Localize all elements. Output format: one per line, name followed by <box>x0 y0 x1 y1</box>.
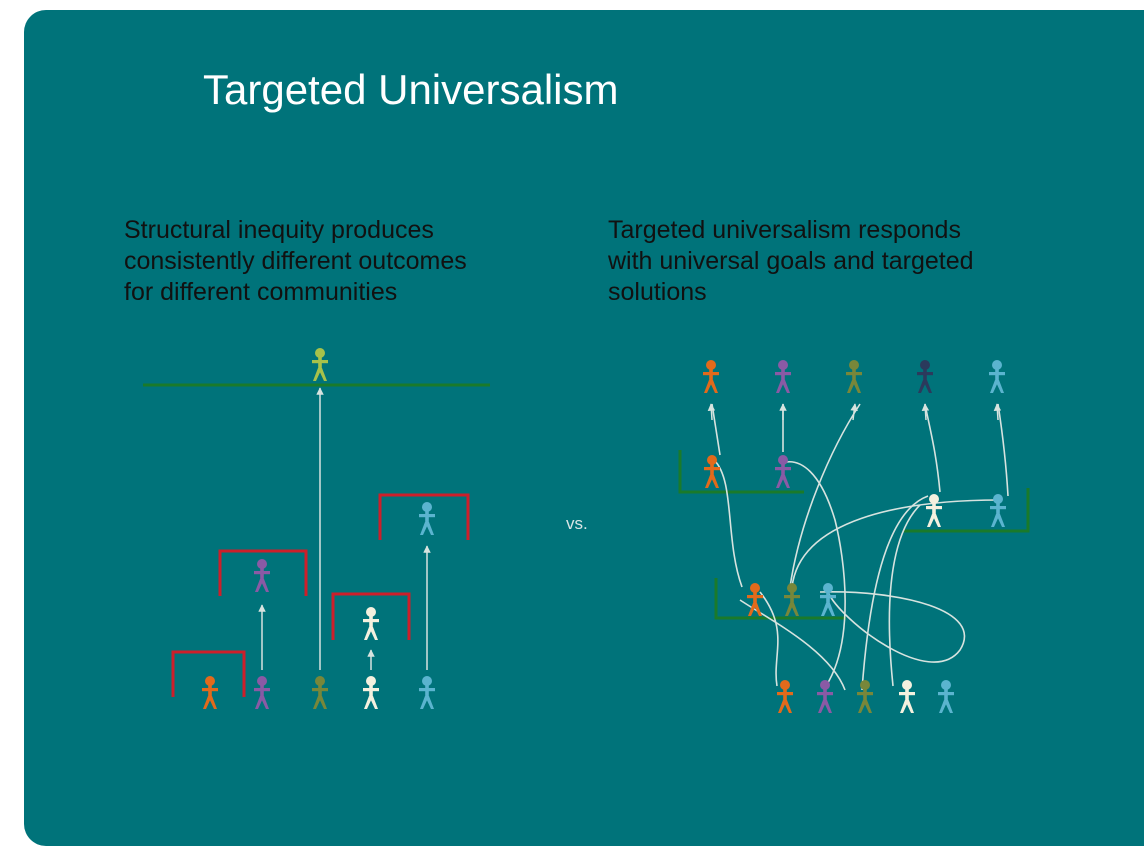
barrier-bracket <box>331 592 411 640</box>
person-icon <box>363 676 379 709</box>
goal-line <box>904 488 1030 533</box>
person-icon <box>747 583 763 616</box>
person-icon <box>254 676 270 709</box>
person-icon <box>202 676 218 709</box>
goal-line <box>678 450 804 494</box>
connector-path <box>861 495 929 691</box>
person-icon <box>703 360 719 393</box>
page-title: Targeted Universalism <box>203 66 619 113</box>
right-caption: Targeted universalism responds with univ… <box>608 216 974 306</box>
connector-path <box>789 403 861 588</box>
person-icon <box>419 676 435 709</box>
person-icon <box>926 494 942 527</box>
connector-path <box>711 403 721 456</box>
person-icon <box>846 360 862 393</box>
person-icon <box>820 583 836 616</box>
person-icon <box>312 348 328 381</box>
connector-path <box>997 403 1009 497</box>
person-icon <box>817 680 833 713</box>
person-icon <box>704 455 720 488</box>
connector-path <box>713 459 743 588</box>
person-icon <box>775 455 791 488</box>
person-icon <box>857 680 873 713</box>
barrier-bracket <box>378 493 470 540</box>
connector-path <box>819 591 966 663</box>
connector-path <box>759 591 779 687</box>
person-icon <box>989 360 1005 393</box>
right-diagram <box>678 360 1030 713</box>
person-icon <box>775 360 791 393</box>
arrow-icon <box>993 403 1002 421</box>
barrier-bracket <box>218 549 308 596</box>
person-icon <box>312 676 328 709</box>
left-diagram <box>143 348 490 709</box>
arrow-icon <box>921 403 930 421</box>
person-icon <box>990 494 1006 527</box>
arrow-icon <box>707 403 716 421</box>
vs-label: vs. <box>566 514 588 533</box>
person-icon <box>777 680 793 713</box>
person-icon <box>917 360 933 393</box>
connector-path <box>739 599 846 691</box>
goal-line <box>714 578 846 620</box>
person-icon <box>254 559 270 592</box>
person-icon <box>784 583 800 616</box>
person-icon <box>363 607 379 640</box>
connector-path <box>924 403 941 493</box>
person-icon <box>419 502 435 535</box>
person-icon <box>938 680 954 713</box>
barrier-bracket <box>171 650 246 697</box>
left-caption: Structural inequity produces consistentl… <box>124 216 467 306</box>
connector-path <box>791 499 1001 588</box>
connector-path <box>888 504 921 687</box>
person-icon <box>899 680 915 713</box>
slide-background <box>24 10 1144 846</box>
arrow-icon <box>850 403 858 421</box>
